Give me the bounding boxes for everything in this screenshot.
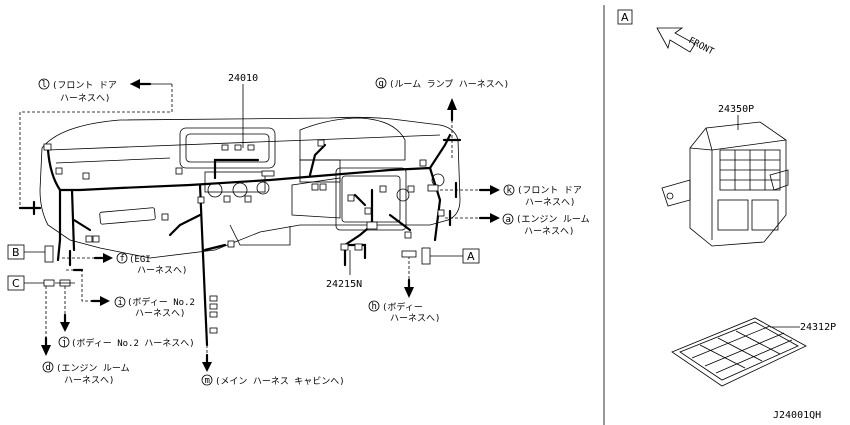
svg-text:m: m xyxy=(205,376,210,386)
part-number-24215N: 24215N xyxy=(326,279,362,290)
svg-text:C: C xyxy=(12,277,20,290)
callout-d: d (エンジン ルーム ハーネスへ) xyxy=(41,286,130,386)
junction-block-24350P xyxy=(661,121,789,247)
section-a: A FRONT 24350P 24312P xyxy=(617,9,836,421)
svg-text:(ボディー: (ボディー xyxy=(382,301,423,313)
svg-text:24215N: 24215N xyxy=(326,279,362,290)
svg-text:j: j xyxy=(62,338,67,348)
svg-text:(メイン ハーネス キャビンへ): (メイン ハーネス キャビンへ) xyxy=(215,376,345,387)
svg-text:(エンジン ルーム: (エンジン ルーム xyxy=(56,363,130,374)
svg-text:ハーネスへ): ハーネスへ) xyxy=(135,308,185,319)
ref-box-b: B xyxy=(7,244,54,263)
svg-text:g: g xyxy=(379,79,384,89)
svg-text:d: d xyxy=(46,363,51,373)
svg-text:l: l xyxy=(42,80,47,90)
callout-k: k (フロント ドア ハーネスへ) xyxy=(440,181,582,208)
callout-j: j (ボディー No.2 ハーネスへ) xyxy=(58,286,195,349)
svg-text:k: k xyxy=(507,186,513,196)
svg-text:24350P: 24350P xyxy=(718,104,754,115)
svg-text:A: A xyxy=(621,11,629,24)
part-number-24010: 24010 xyxy=(228,73,258,148)
instrument-panel-outline xyxy=(39,116,461,259)
harness-24215N xyxy=(340,243,367,275)
svg-text:i: i xyxy=(118,298,123,308)
callout-h: h (ボディー ハーネスへ) xyxy=(368,250,440,324)
svg-text:ハーネスへ): ハーネスへ) xyxy=(64,375,114,386)
ref-box-a: A xyxy=(421,247,480,265)
svg-text:(EGI: (EGI xyxy=(129,255,151,265)
svg-text:h: h xyxy=(372,302,377,312)
svg-text:24312P: 24312P xyxy=(800,322,836,333)
svg-text:FRONT: FRONT xyxy=(687,36,716,58)
svg-text:J24001QH: J24001QH xyxy=(773,410,821,421)
callout-g: g (ルーム ランプ ハーネスへ) xyxy=(375,77,509,160)
ref-box-c: C xyxy=(7,275,75,291)
harness-24010 xyxy=(46,133,452,347)
svg-text:ハーネスへ): ハーネスへ) xyxy=(60,93,110,104)
svg-text:ハーネスへ): ハーネスへ) xyxy=(390,313,440,324)
svg-text:ハーネスへ): ハーネスへ) xyxy=(524,226,574,237)
svg-text:ハーネスへ): ハーネスへ) xyxy=(525,197,575,208)
callout-l: l (フロント ドア ハーネスへ) xyxy=(18,78,173,216)
callout-m: m (メイン ハーネス キャビンへ) xyxy=(201,335,345,387)
svg-text:f: f xyxy=(120,254,125,264)
svg-text:(エンジン ルーム: (エンジン ルーム xyxy=(516,214,590,225)
svg-text:B: B xyxy=(12,246,20,259)
callout-a: a (エンジン ルーム ハーネスへ) xyxy=(445,209,590,237)
svg-text:(ボディー No.2: (ボディー No.2 xyxy=(127,296,195,308)
svg-text:a: a xyxy=(506,215,511,225)
svg-text:(ルーム ランプ ハーネスへ): (ルーム ランプ ハーネスへ) xyxy=(389,79,509,90)
callout-f: f (EGI ハーネスへ) xyxy=(62,249,187,276)
svg-text:(フロント ドア: (フロント ドア xyxy=(52,81,117,91)
harness-connectors xyxy=(43,139,445,334)
front-arrow-icon xyxy=(656,27,696,53)
callout-i: i (ボディー No.2 ハーネスへ) xyxy=(66,268,195,319)
svg-text:ハーネスへ): ハーネスへ) xyxy=(137,265,187,276)
svg-text:(ボディー No.2 ハーネスへ): (ボディー No.2 ハーネスへ) xyxy=(71,337,195,349)
svg-text:24010: 24010 xyxy=(228,73,258,84)
cover-24312P xyxy=(671,317,807,387)
svg-text:(フロント ドア: (フロント ドア xyxy=(517,186,582,196)
svg-text:A: A xyxy=(467,250,475,263)
